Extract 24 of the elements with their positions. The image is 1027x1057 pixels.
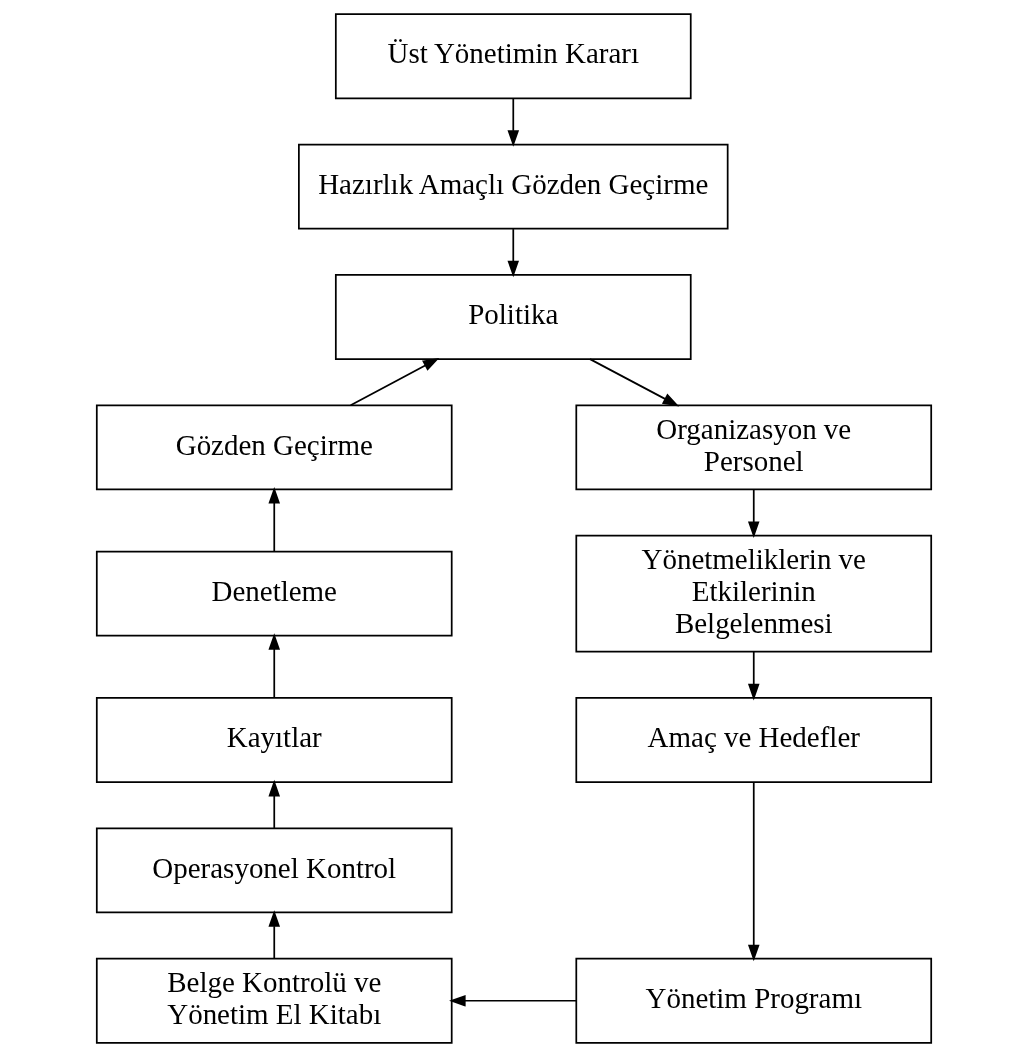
node-box: Belge Kontrolü ve Yönetim El Kitabı bbox=[95, 957, 453, 1044]
arrow bbox=[267, 486, 280, 553]
node-box: Kayıtlar bbox=[95, 697, 453, 783]
arrow bbox=[747, 488, 760, 538]
arrow bbox=[507, 97, 519, 147]
arrow bbox=[507, 228, 519, 278]
arrow bbox=[588, 358, 679, 407]
node-box: Denetleme bbox=[95, 550, 453, 637]
node-box: Amaç ve Hedefler bbox=[574, 697, 932, 783]
node-box: Operasyonel Kontrol bbox=[95, 827, 453, 914]
arrow bbox=[448, 994, 577, 1007]
node-box: Politika bbox=[334, 274, 692, 360]
node-box: Üst Yönetimin Kararı bbox=[334, 13, 692, 100]
arrow bbox=[267, 910, 280, 960]
node-box: Yönetim Programı bbox=[574, 957, 932, 1044]
arrow bbox=[747, 650, 760, 701]
node-box: Hazırlık Amaçlı Gözden Geçirme bbox=[297, 143, 729, 230]
node-box: Gözden Geçirme bbox=[95, 404, 453, 491]
arrow bbox=[747, 781, 760, 962]
node-box: Organizasyon ve Personel bbox=[574, 404, 932, 491]
arrow bbox=[267, 633, 280, 699]
arrow bbox=[267, 779, 280, 829]
arrow bbox=[349, 357, 439, 407]
node-box: Yönetmeliklerin ve Etkilerinin Belgelenmesi bbox=[574, 534, 932, 653]
